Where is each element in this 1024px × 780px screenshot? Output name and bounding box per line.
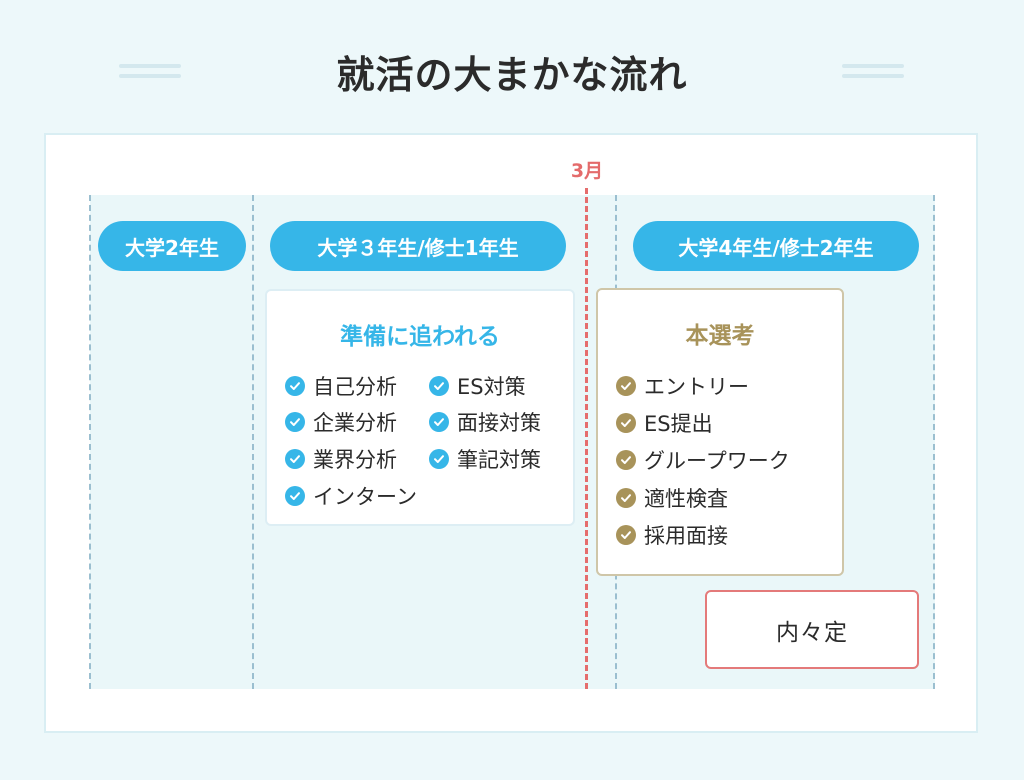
check-circle-icon bbox=[429, 449, 449, 469]
page-title: 就活の大まかな流れ bbox=[336, 53, 688, 97]
list-item: ES提出 bbox=[616, 408, 713, 438]
list-item-label: 面接対策 bbox=[457, 411, 541, 435]
list-item-label: 企業分析 bbox=[313, 411, 397, 435]
check-circle-icon bbox=[616, 488, 636, 508]
list-item-label: エントリー bbox=[644, 375, 749, 399]
list-item: 適性検査 bbox=[616, 483, 728, 513]
list-item-label: グループワーク bbox=[644, 449, 790, 473]
list-item: 採用面接 bbox=[616, 520, 728, 550]
list-item: 面接対策 bbox=[429, 407, 541, 437]
check-circle-icon bbox=[285, 486, 305, 506]
timeline-divider bbox=[252, 195, 254, 689]
naitei-box: 内々定 bbox=[705, 590, 919, 669]
check-circle-icon bbox=[616, 450, 636, 470]
check-circle-icon bbox=[616, 376, 636, 396]
check-circle-icon bbox=[429, 376, 449, 396]
list-item: 筆記対策 bbox=[429, 444, 541, 474]
list-item-label: ES対策 bbox=[457, 375, 526, 399]
march-marker: 3月 bbox=[570, 160, 604, 182]
check-circle-icon bbox=[429, 412, 449, 432]
title-decoration-left bbox=[119, 64, 181, 84]
list-item-label: ES提出 bbox=[644, 412, 713, 436]
phase-pill-year3: 大学３年生/修士1年生 bbox=[270, 221, 566, 271]
list-item-label: インターン bbox=[313, 485, 417, 509]
prep-box: 準備に追われる 自己分析 ES対策 企業分析 面接対策 業界分析 筆記対策 イン… bbox=[265, 289, 575, 526]
list-item-label: 業界分析 bbox=[313, 448, 397, 472]
list-item-label: 自己分析 bbox=[313, 375, 397, 399]
list-item: ES対策 bbox=[429, 371, 526, 401]
list-item-label: 筆記対策 bbox=[457, 448, 541, 472]
check-circle-icon bbox=[285, 376, 305, 396]
phase-pill-year4: 大学4年生/修士2年生 bbox=[633, 221, 919, 271]
check-circle-icon bbox=[616, 525, 636, 545]
timeline-divider bbox=[933, 195, 935, 689]
prep-box-title: 準備に追われる bbox=[340, 324, 500, 350]
list-item-label: 採用面接 bbox=[644, 524, 728, 548]
check-circle-icon bbox=[285, 412, 305, 432]
march-line bbox=[585, 188, 588, 689]
selection-box-title: 本選考 bbox=[685, 323, 755, 349]
list-item: グループワーク bbox=[616, 445, 790, 475]
list-item: 業界分析 bbox=[285, 444, 397, 474]
timeline-divider bbox=[89, 195, 91, 689]
list-item: エントリー bbox=[616, 371, 749, 401]
selection-box: 本選考 エントリー ES提出 グループワーク 適性検査 採用面接 bbox=[596, 288, 844, 576]
list-item-label: 適性検査 bbox=[644, 487, 728, 511]
list-item: インターン bbox=[285, 481, 417, 511]
phase-pill-year2: 大学2年生 bbox=[98, 221, 246, 271]
list-item: 企業分析 bbox=[285, 407, 397, 437]
list-item: 自己分析 bbox=[285, 371, 397, 401]
title-decoration-right bbox=[842, 64, 904, 84]
check-circle-icon bbox=[285, 449, 305, 469]
check-circle-icon bbox=[616, 413, 636, 433]
